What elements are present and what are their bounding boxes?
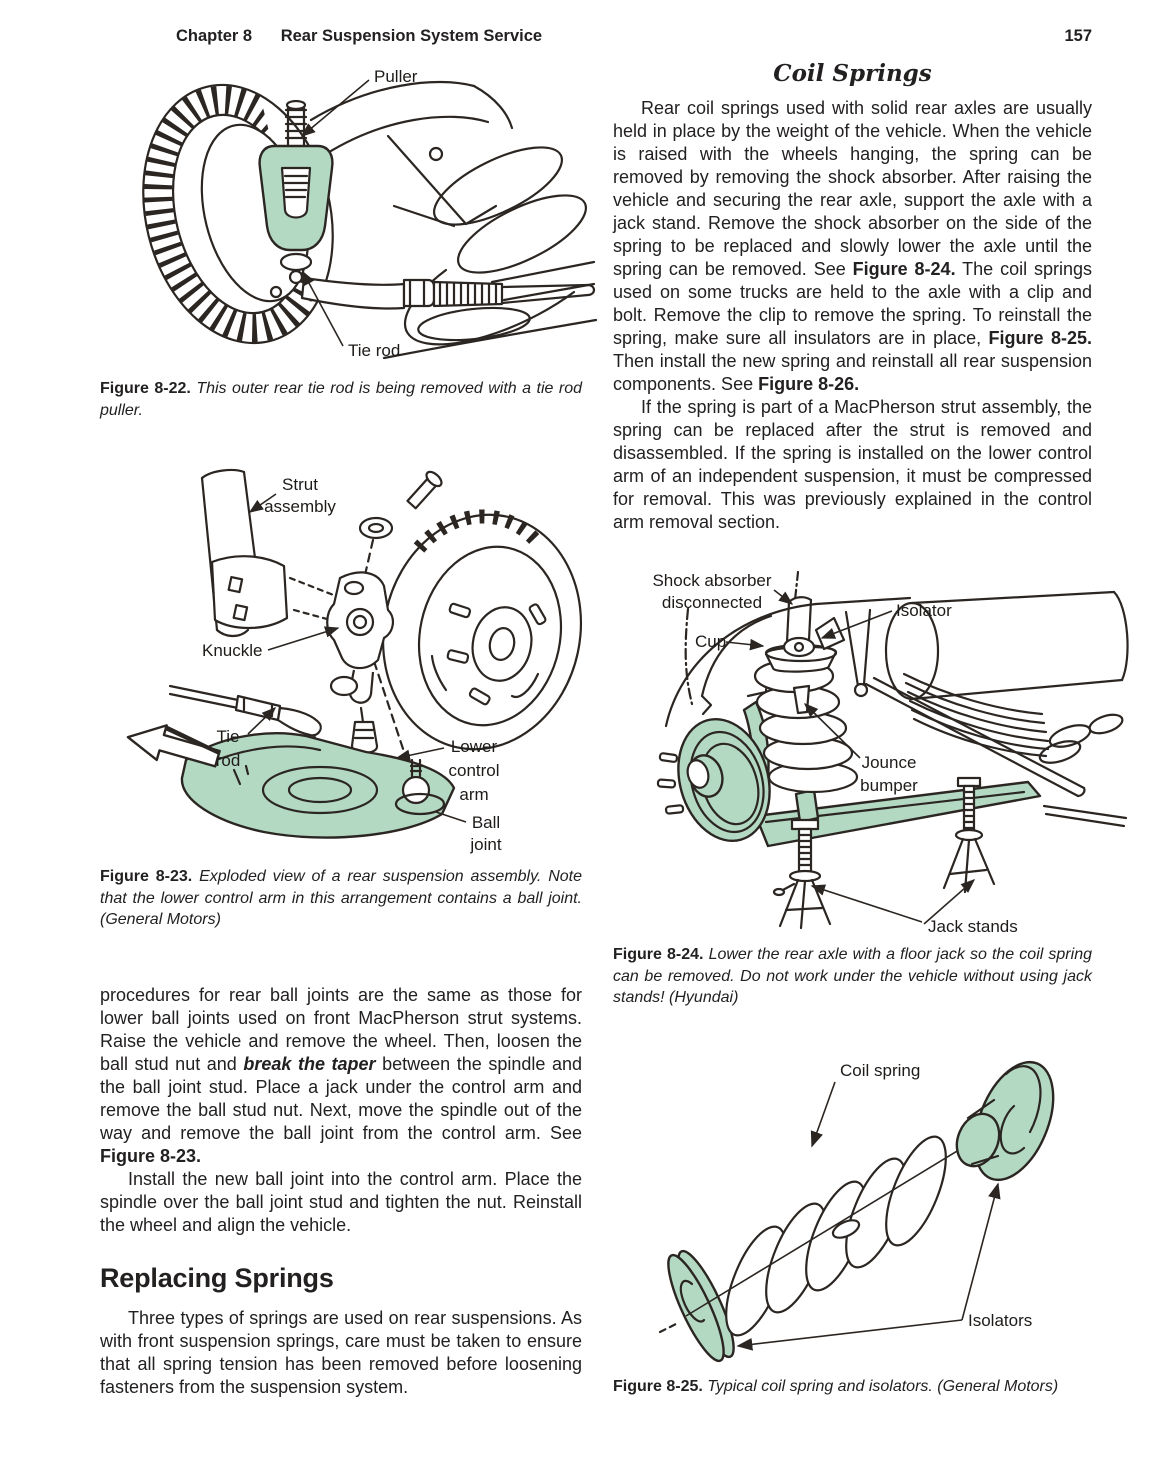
label-isolator: Isolator [896, 601, 952, 620]
figure-8-24-caption: Figure 8-24. Lower the rear axle with a … [613, 944, 1092, 1009]
tie-rod-puller [258, 99, 334, 299]
spring-axis-line [685, 1141, 973, 1317]
jack-stand-left [772, 818, 832, 930]
label-tie-rod: rod [216, 751, 241, 770]
label-shock-absorber: disconnected [662, 593, 762, 612]
leader-line [773, 589, 794, 605]
knuckle [326, 571, 394, 770]
leader-line [803, 702, 861, 759]
label-cup: Cup [695, 632, 726, 651]
chapter-title: Rear Suspension System Service [280, 27, 543, 45]
leader-line [961, 1182, 1001, 1321]
caption-text: Lower the rear axle with a floor jack so… [613, 946, 1092, 1006]
left-column-text: procedures for rear ball joints are the … [100, 984, 582, 1399]
paragraph-install-ball-joint: Install the new ball joint into the cont… [100, 1169, 582, 1235]
label-strut-assembly: Strut [282, 475, 318, 494]
upper-isolator [814, 616, 846, 651]
label-tie-rod: Tie [217, 727, 240, 746]
leader-line [725, 638, 765, 651]
caption-text: Exploded view of a rear suspension assem… [100, 868, 583, 928]
spring-cup [764, 645, 838, 673]
leader-line [247, 707, 277, 735]
tie-rod-assembly [300, 276, 596, 310]
figure-labels: Coil spring Isolators [736, 1061, 1032, 1351]
running-head: Chapter 8 Rear Suspension System Service [176, 27, 542, 46]
paragraph-ball-joints: procedures for rear ball joints are the … [100, 985, 582, 1166]
jounce-bumper [792, 684, 811, 715]
figure-labels: Shock absorber disconnected Isolator Cup… [652, 571, 1017, 936]
label-coil-spring: Coil spring [840, 1061, 920, 1080]
brake-drum [381, 509, 583, 751]
coil-spring [685, 1135, 973, 1337]
leader-line [248, 493, 277, 513]
leader-line [395, 747, 445, 761]
paragraph-macpherson: If the spring is part of a MacPherson st… [613, 397, 1092, 532]
label-puller: Puller [374, 67, 418, 86]
caption-text: Typical coil spring and isolators. (Gene… [707, 1378, 1059, 1395]
label-jounce-bumper: Jounce [862, 753, 917, 772]
caption-label: Figure 8-25. [613, 1378, 703, 1395]
label-strut-assembly: assembly [264, 497, 336, 516]
caption-label: Figure 8-24. [613, 946, 704, 963]
label-lower-control-arm: Lower [451, 737, 498, 756]
figure-8-24-illustration: Shock absorber disconnected Isolator Cup… [652, 570, 1129, 936]
label-lower-control-arm: arm [459, 785, 488, 804]
caption-label: Figure 8-22. [100, 380, 191, 397]
figure-8-25-caption: Figure 8-25. Typical coil spring and iso… [613, 1376, 1092, 1398]
caption-label: Figure 8-23. [100, 868, 193, 885]
label-tie-rod: Tie rod [348, 341, 400, 360]
leader-line [267, 626, 340, 651]
caption-text: This outer rear tie rod is being removed… [100, 380, 583, 419]
label-jounce-bumper: bumper [860, 776, 918, 795]
leader-line [810, 1081, 836, 1148]
chapter-label: Chapter 8 [176, 27, 253, 45]
coil-spring-and-shock [753, 570, 859, 794]
page-number: 157 [1064, 27, 1092, 45]
figure-8-23-illustration: Strut assembly Knuckle Tie rod Lower con… [126, 468, 583, 854]
leader-line [923, 879, 976, 925]
label-shock-absorber: Shock absorber [652, 571, 771, 590]
jack-stand-right [942, 776, 996, 894]
leader-line [810, 884, 923, 923]
paragraph-three-types: Three types of springs are used on rear … [100, 1308, 582, 1397]
frame-and-spring-background [309, 80, 598, 360]
figure-8-25-illustration: Coil spring Isolators [658, 1060, 1055, 1363]
leader-line [736, 1319, 963, 1351]
label-jack-stands: Jack stands [928, 917, 1018, 936]
isolator-disc-upper [955, 1060, 1055, 1182]
leader-line [300, 79, 370, 137]
track-bar-and-links [844, 608, 1128, 828]
label-ball-joint: Ball [472, 813, 500, 832]
leader-line [435, 811, 467, 823]
lower-control-arm [180, 732, 456, 839]
label-knuckle: Knuckle [202, 641, 262, 660]
brake-drum [656, 717, 771, 843]
direction-arrow [126, 724, 221, 768]
label-ball-joint: joint [469, 835, 501, 854]
label-lower-control-arm: control [448, 761, 499, 780]
strut-assembly [200, 468, 340, 638]
label-isolators: Isolators [968, 1311, 1032, 1330]
page-header: Chapter 8 Rear Suspension System Service… [176, 27, 1092, 46]
figure-8-22-illustration: Puller Tie rod [142, 67, 598, 360]
figure-8-23-caption: Figure 8-23. Exploded view of a rear sus… [100, 866, 582, 931]
fuel-tank-cylinder [884, 590, 1129, 701]
figure-labels: Puller Tie rod [300, 67, 418, 360]
paragraph-rear-coil-springs: Rear coil springs used with solid rear a… [613, 98, 1093, 394]
heading-replacing-springs: Replacing Springs [100, 1263, 334, 1293]
figure-8-22-caption: Figure 8-22. This outer rear tie rod is … [100, 378, 582, 421]
leader-line [820, 610, 893, 639]
right-column-text: Rear coil springs used with solid rear a… [613, 97, 1092, 534]
figure-labels: Strut assembly Knuckle Tie rod Lower con… [202, 475, 502, 854]
heading-coil-springs: Coil Springs [773, 60, 932, 87]
leader-line [302, 270, 344, 347]
